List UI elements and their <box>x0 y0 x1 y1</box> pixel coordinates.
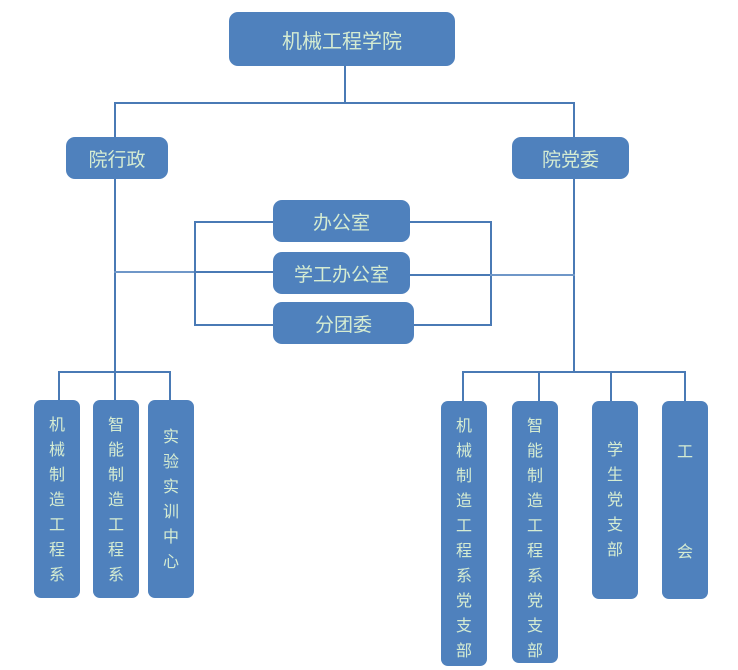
youth-league-node: 分团委 <box>273 302 414 344</box>
connector-party-unit3 <box>610 371 612 402</box>
vertical-label-char: 训 <box>162 502 179 521</box>
vertical-label-char: 实 <box>162 477 179 496</box>
vertical-label-char: 中 <box>162 527 179 546</box>
party-unit-mechanical-branch: 机械制造工程系党支部 <box>441 401 487 666</box>
vertical-label-char: 党 <box>606 490 623 509</box>
connector-root-down <box>344 66 346 104</box>
connector-party-units-bar <box>462 371 686 373</box>
vertical-label-char: 工 <box>107 515 124 534</box>
vertical-label-char: 程 <box>455 541 472 560</box>
student-affairs-office-node: 学工办公室 <box>273 252 410 294</box>
vertical-label-char: 系 <box>107 565 124 584</box>
vertical-label-char: 部 <box>455 641 472 660</box>
vertical-label-char: 部 <box>526 641 543 660</box>
student-affairs-office-label: 学工办公室 <box>293 263 389 286</box>
connector-to-party <box>573 102 575 137</box>
connector-party-unit4 <box>684 371 686 402</box>
vertical-label-char: 支 <box>455 616 472 635</box>
admin-unit-training-center: 实验实训中心 <box>148 400 194 598</box>
connector-party-unit2 <box>538 371 540 402</box>
vertical-label-char: 工 <box>48 515 65 534</box>
connector-right-office-bracket <box>490 221 492 326</box>
vertical-label-char: 系 <box>455 566 472 585</box>
connector-admin-unit1 <box>58 371 60 401</box>
vertical-label-char: 智 <box>526 416 543 435</box>
vertical-label-char: 制 <box>107 465 124 484</box>
party-unit-union: 工会 <box>662 401 708 599</box>
vertical-label-char: 造 <box>48 490 65 509</box>
vertical-label-char: 部 <box>606 540 623 559</box>
vertical-label-char: 心 <box>162 552 179 571</box>
vertical-label-char: 支 <box>526 616 543 635</box>
party-branch-label: 院党委 <box>541 148 599 171</box>
connector-left-office3 <box>194 324 273 326</box>
vertical-label-char: 造 <box>526 491 543 510</box>
vertical-label-char: 能 <box>526 441 543 460</box>
vertical-label-char: 造 <box>455 491 472 510</box>
vertical-label-char: 制 <box>455 466 472 485</box>
connector-right-office3 <box>414 324 492 326</box>
vertical-label-char: 制 <box>48 465 65 484</box>
connector-right-office1 <box>410 221 492 223</box>
vertical-label-char: 械 <box>455 441 472 460</box>
vertical-label-char: 程 <box>526 541 543 560</box>
vertical-label-char: 机 <box>48 415 65 434</box>
admin-unit-intelligent-dept: 智能制造工程系 <box>93 400 139 598</box>
vertical-label-char: 智 <box>107 415 124 434</box>
vertical-label-char: 机 <box>455 416 472 435</box>
admin-branch-label: 院行政 <box>88 148 146 171</box>
vertical-label-char: 工 <box>455 516 472 535</box>
connector-party-to-offices <box>490 274 575 276</box>
party-unit-intelligent-branch: 智能制造工程系党支部 <box>512 401 558 663</box>
vertical-label-char: 造 <box>107 490 124 509</box>
root-node: 机械工程学院 <box>229 12 455 66</box>
root-node-label: 机械工程学院 <box>282 28 402 53</box>
connector-right-office2 <box>410 274 492 276</box>
connector-admin-unit3 <box>169 371 171 401</box>
vertical-label-char: 党 <box>526 591 543 610</box>
connector-admin-down <box>114 179 116 372</box>
vertical-label-char: 系 <box>48 565 65 584</box>
party-branch-node: 院党委 <box>512 137 629 179</box>
vertical-label-char: 生 <box>606 465 623 484</box>
vertical-label-char: 能 <box>107 440 124 459</box>
connector-left-office-bracket <box>194 221 196 326</box>
vertical-label-char: 制 <box>526 466 543 485</box>
vertical-label-char: 程 <box>107 540 124 559</box>
connector-left-office1 <box>194 221 273 223</box>
vertical-label-char: 会 <box>676 542 693 561</box>
vertical-label-char: 学 <box>606 440 623 459</box>
connector-admin-to-offices <box>114 271 196 273</box>
admin-branch-node: 院行政 <box>66 137 168 179</box>
vertical-label-char: 实 <box>162 427 179 446</box>
vertical-label-char: 党 <box>455 591 472 610</box>
vertical-label-char: 支 <box>606 515 623 534</box>
vertical-label-char: 验 <box>162 452 179 471</box>
party-unit-student-branch: 学生党支部 <box>592 401 638 599</box>
admin-unit-mechanical-dept: 机械制造工程系 <box>34 400 80 598</box>
connector-top-bar <box>114 102 575 104</box>
vertical-label-char: 程 <box>48 540 65 559</box>
vertical-label-char: 械 <box>48 440 65 459</box>
youth-league-label: 分团委 <box>314 313 372 336</box>
connector-to-admin <box>114 102 116 137</box>
office-node: 办公室 <box>273 200 410 242</box>
connector-left-office2 <box>194 271 273 273</box>
vertical-label-char: 工 <box>526 516 543 535</box>
vertical-label-char: 工 <box>676 442 693 461</box>
connector-admin-unit2 <box>114 371 116 401</box>
office-label: 办公室 <box>312 211 370 234</box>
connector-party-unit1 <box>462 371 464 402</box>
vertical-label-char: 系 <box>526 566 543 585</box>
